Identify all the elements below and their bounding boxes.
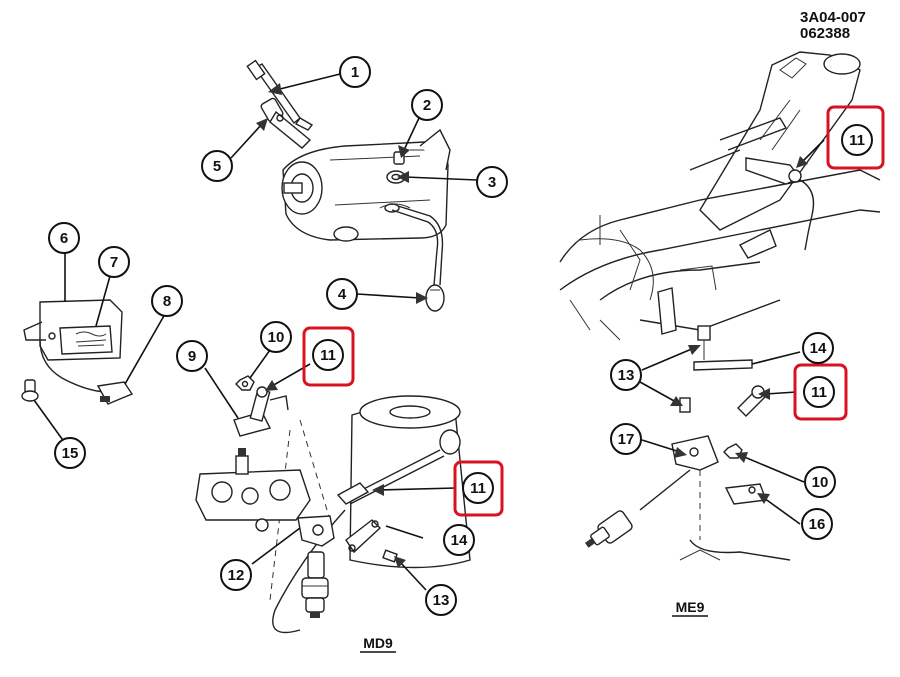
bolt-15-illustration (21, 379, 39, 402)
callout-13-me9: 13 (610, 359, 642, 391)
switch-wire-illustration (39, 339, 134, 405)
document-code: 3A04-007 062388 (800, 10, 866, 42)
switch-bracket-illustration (23, 299, 123, 361)
callout-11-me9: 11 (803, 376, 835, 408)
callout-4: 4 (326, 278, 358, 310)
svg-text:11: 11 (849, 132, 865, 149)
svg-text:12: 12 (228, 567, 245, 584)
me9-cable-end-top-illustration (745, 157, 815, 251)
svg-text:10: 10 (268, 329, 285, 346)
svg-text:7: 7 (110, 254, 118, 271)
md9-valve-body-illustration (195, 448, 311, 532)
callout-16: 16 (801, 508, 833, 540)
svg-text:3: 3 (488, 174, 496, 191)
transmission-case-illustration (281, 128, 451, 242)
callout-1: 1 (339, 56, 371, 88)
callout-17: 17 (610, 423, 642, 455)
highlight-box-11-top-right (826, 105, 885, 170)
md9-housing-illustration (269, 395, 471, 601)
md9-switch-illustration (301, 551, 329, 618)
me9-lower-linkage-illustration (639, 325, 767, 540)
svg-text:11: 11 (811, 384, 827, 401)
callout-11-top-right: 11 (841, 124, 873, 156)
callout-9: 9 (176, 340, 208, 372)
me9-switch-illustration (585, 510, 791, 561)
svg-text:1: 1 (351, 64, 359, 81)
shift-lever-part5-illustration (260, 97, 312, 149)
highlight-box-11-me9 (793, 363, 848, 421)
callout-14-md9: 14 (443, 524, 475, 556)
callout-6: 6 (48, 222, 80, 254)
svg-text:16: 16 (809, 516, 826, 533)
view-label-me9: ME9 (672, 599, 708, 617)
me9-steering-column-illustration (689, 51, 861, 231)
callout-15: 15 (54, 437, 86, 469)
bolt-and-washer-illustration (384, 151, 406, 213)
md9-lever-and-nut-illustration (233, 375, 289, 437)
callout-8: 8 (151, 285, 183, 317)
highlight-box-11-md9-upper (302, 326, 355, 387)
svg-text:14: 14 (810, 340, 827, 357)
svg-text:11: 11 (470, 480, 486, 497)
highlight-box-11-md9-lower (453, 460, 504, 517)
svg-text:5: 5 (213, 158, 221, 175)
document-code-line1: 3A04-007 (800, 9, 866, 26)
svg-text:11: 11 (320, 347, 336, 364)
md9-bracket-and-link-illustration (297, 515, 398, 563)
callout-11-md9-lower: 11 (462, 472, 494, 504)
callout-7: 7 (98, 246, 130, 278)
callout-12: 12 (220, 559, 252, 591)
shift-lever-arm-illustration (391, 205, 445, 312)
callout-3: 3 (476, 166, 508, 198)
svg-text:13: 13 (618, 367, 635, 384)
svg-text:ME9: ME9 (676, 599, 705, 615)
svg-text:14: 14 (451, 532, 468, 549)
leader-lines (33, 73, 825, 591)
callout-10-md9: 10 (260, 321, 292, 353)
svg-text:9: 9 (188, 348, 196, 365)
view-label-md9: MD9 (360, 635, 396, 653)
callout-5: 5 (201, 150, 233, 182)
svg-text:10: 10 (812, 474, 829, 491)
callout-14-me9: 14 (802, 332, 834, 364)
me9-frame-illustration (559, 169, 881, 341)
callout-2: 2 (411, 89, 443, 121)
svg-text:MD9: MD9 (363, 635, 393, 651)
svg-text:17: 17 (618, 431, 635, 448)
callout-11-md9-upper: 11 (312, 339, 344, 371)
svg-text:6: 6 (60, 230, 68, 247)
document-code-line2: 062388 (800, 25, 851, 42)
svg-text:4: 4 (338, 286, 347, 303)
callout-13-md9: 13 (425, 584, 457, 616)
svg-text:8: 8 (163, 293, 171, 310)
svg-text:2: 2 (423, 97, 431, 114)
svg-text:13: 13 (433, 592, 450, 609)
svg-text:15: 15 (62, 445, 79, 462)
callout-10-me9: 10 (804, 466, 836, 498)
